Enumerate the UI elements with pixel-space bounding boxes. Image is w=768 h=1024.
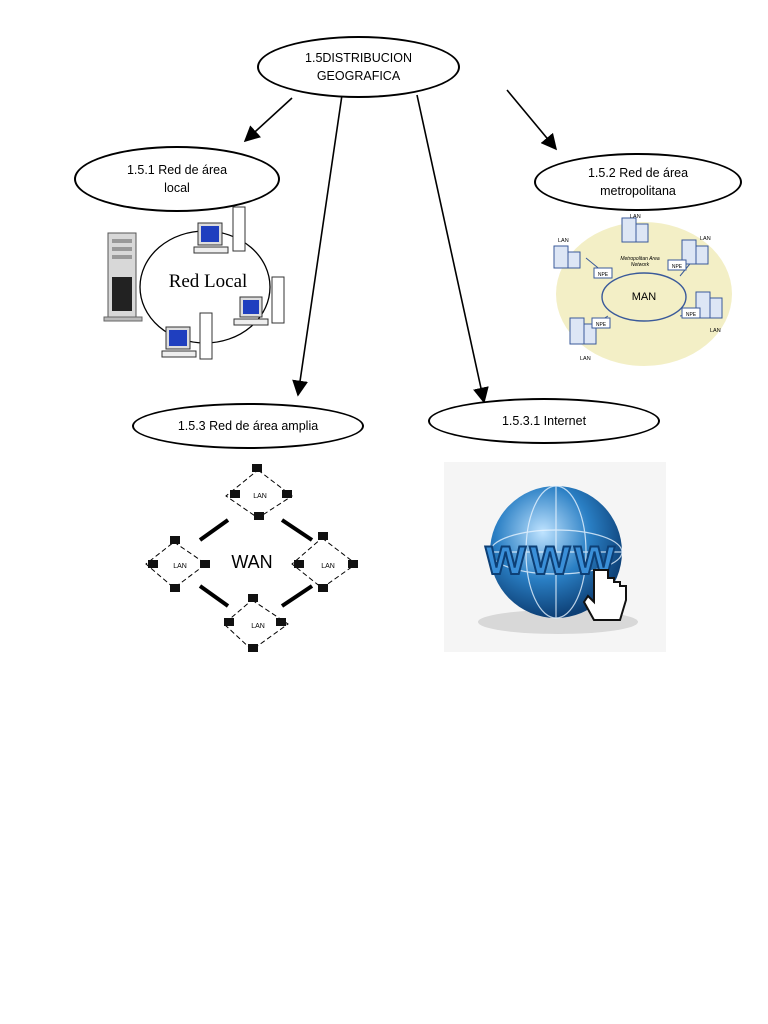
cursor-hand-icon xyxy=(582,569,627,621)
man-lan-label: LAN xyxy=(710,328,721,334)
node-wan-label: 1.5.3 Red de área amplia xyxy=(177,419,319,433)
node-wan: 1.5.3 Red de área amplia xyxy=(132,403,364,449)
man-lan-label: LAN xyxy=(630,214,641,220)
man-lan-label: LAN xyxy=(558,238,569,244)
npe-label: NPE xyxy=(598,272,609,278)
arrow-root-to-wan xyxy=(292,94,343,397)
man-lan-label: LAN xyxy=(580,356,591,362)
lan-caption: Red Local xyxy=(169,271,248,292)
wan-lan-label: LAN xyxy=(321,563,335,570)
wan-lan-label: LAN xyxy=(251,623,265,630)
wan-lan-label: LAN xyxy=(253,493,267,500)
node-man: 1.5.2 Red de área metropolitana xyxy=(534,153,742,211)
npe-node xyxy=(591,259,701,329)
man-center-label: MAN xyxy=(632,291,657,303)
node-root-label: 1.5DISTRIBUCION GEOGRAFICA xyxy=(305,51,412,83)
node-root: 1.5DISTRIBUCION GEOGRAFICA xyxy=(257,36,460,98)
node-lan: 1.5.1 Red de área local xyxy=(74,146,280,212)
lan-cluster: LAN xyxy=(145,536,210,592)
lan-cluster: LAN xyxy=(291,532,358,592)
node-internet-label: 1.5.3.1 Internet xyxy=(501,414,587,428)
workstation-icon xyxy=(233,276,285,326)
npe-label: NPE xyxy=(596,322,607,328)
workstation-icon xyxy=(193,206,246,254)
node-man-label: 1.5.2 Red de área metropolitana xyxy=(587,166,689,198)
node-lan-label: 1.5.1 Red de área local xyxy=(126,163,228,195)
npe-label: NPE xyxy=(686,312,697,318)
wan-illustration: WAN LAN LAN LAN LAN xyxy=(145,464,358,652)
npe-label: NPE xyxy=(672,264,683,270)
workstation-icon xyxy=(161,312,213,360)
server-icon xyxy=(103,232,143,322)
internet-illustration: www xyxy=(444,462,666,652)
lan-cluster: LAN xyxy=(225,464,293,520)
man-ring xyxy=(601,272,687,322)
node-internet: 1.5.3.1 Internet xyxy=(428,398,660,444)
arrow-root-to-internet xyxy=(416,94,489,404)
arrow-root-to-man xyxy=(506,89,558,151)
lan-illustration: Red Local xyxy=(103,206,285,360)
arrow-root-to-lan xyxy=(243,97,293,143)
wan-center-label: WAN xyxy=(231,552,272,572)
wan-lan-label: LAN xyxy=(173,563,187,570)
lan-cluster: LAN xyxy=(223,594,289,652)
man-lan-label: LAN xyxy=(700,236,711,242)
building-icon xyxy=(553,217,723,345)
